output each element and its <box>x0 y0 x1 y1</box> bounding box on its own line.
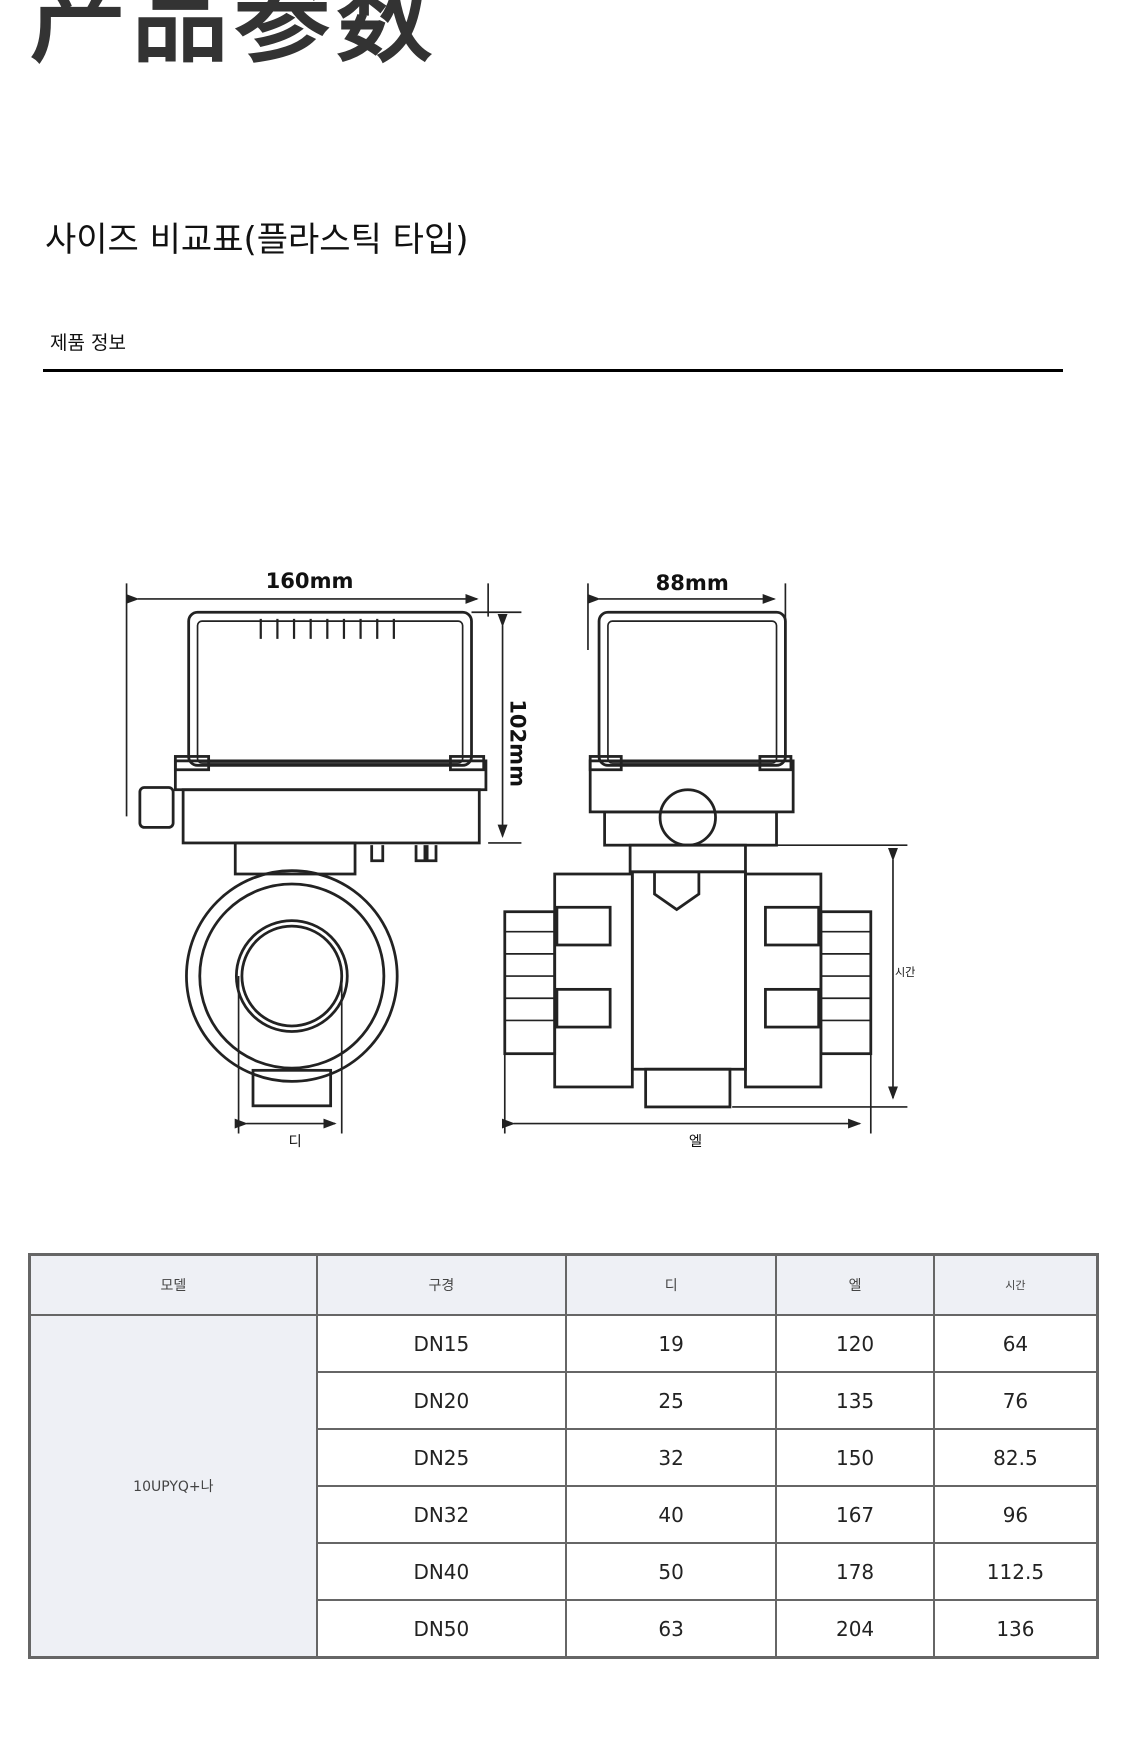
h-cell: 112.5 <box>932 1542 1099 1601</box>
depth-label: 88mm <box>656 570 729 595</box>
side-view-drawing <box>503 610 873 1109</box>
header-h: 시간 <box>932 1253 1099 1316</box>
bore-cell: DN20 <box>315 1371 567 1430</box>
h-label: 시간 <box>895 966 915 979</box>
h-cell: 96 <box>932 1485 1099 1544</box>
l-cell: 167 <box>775 1485 935 1544</box>
d-label: 디 <box>289 1133 302 1150</box>
d-cell: 50 <box>564 1542 778 1601</box>
page-title: 사이즈 비교표(플라스틱 타입) <box>45 220 469 260</box>
bore-cell: DN15 <box>315 1314 567 1373</box>
divider <box>43 369 1063 372</box>
front-view-drawing <box>138 610 488 1108</box>
dimension-lines <box>125 583 908 1134</box>
header-model: 모델 <box>28 1253 318 1316</box>
l-label: 엘 <box>689 1133 702 1150</box>
d-cell: 32 <box>564 1428 778 1487</box>
bore-cell: DN25 <box>315 1428 567 1487</box>
h-cell: 82.5 <box>932 1428 1099 1487</box>
d-cell: 40 <box>564 1485 778 1544</box>
l-cell: 150 <box>775 1428 935 1487</box>
l-cell: 120 <box>775 1314 935 1373</box>
bore-cell: DN40 <box>315 1542 567 1601</box>
height-label: 102mm <box>505 699 530 787</box>
header-bore: 구경 <box>315 1253 567 1316</box>
header-l: 엘 <box>775 1253 935 1316</box>
h-cell: 64 <box>932 1314 1099 1373</box>
width-label: 160mm <box>266 568 354 593</box>
l-cell: 135 <box>775 1371 935 1430</box>
model-cell: 10UPYQ+나 <box>28 1314 318 1659</box>
d-cell: 63 <box>564 1599 778 1659</box>
bore-cell: DN50 <box>315 1599 567 1659</box>
logo-heading: 产品参数 <box>30 0 438 76</box>
h-cell: 136 <box>932 1599 1099 1659</box>
bore-cell: DN32 <box>315 1485 567 1544</box>
h-cell: 76 <box>932 1371 1099 1430</box>
header-d: 디 <box>564 1253 778 1316</box>
table-header-row: 모델 구경 디 엘 시간 <box>28 1253 1099 1316</box>
section-label: 제품 정보 <box>50 332 126 354</box>
d-cell: 19 <box>564 1314 778 1373</box>
l-cell: 178 <box>775 1542 935 1601</box>
l-cell: 204 <box>775 1599 935 1659</box>
d-cell: 25 <box>564 1371 778 1430</box>
